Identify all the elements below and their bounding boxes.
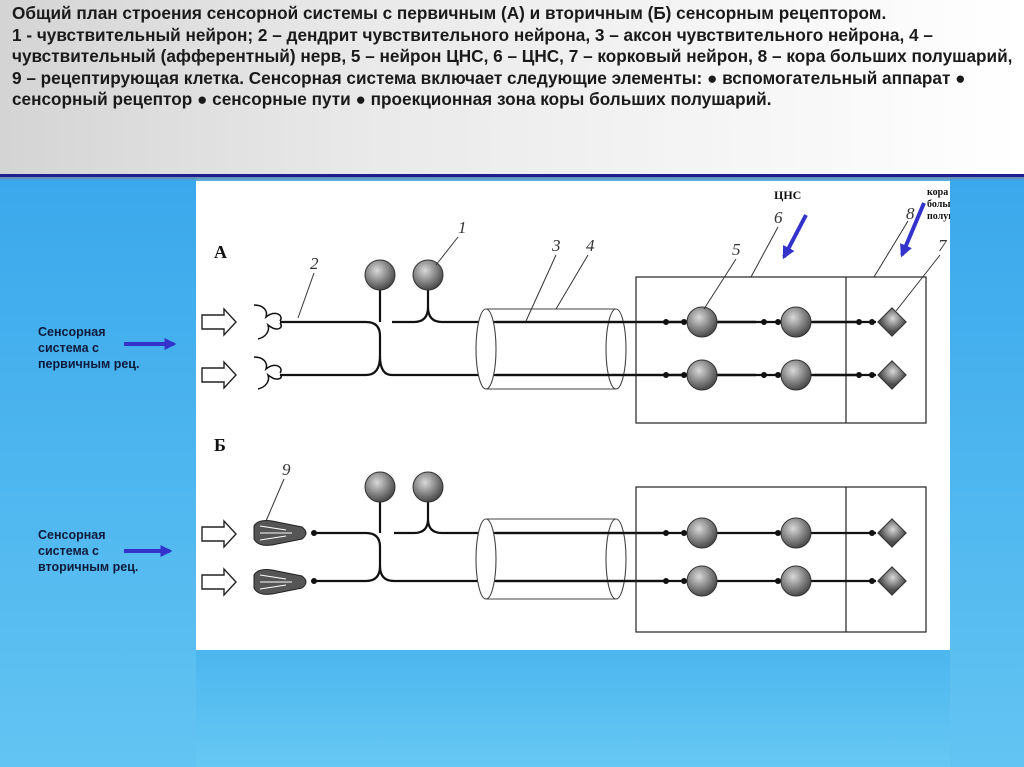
nerve-cylinder-a [475, 308, 627, 390]
header-text: Общий план строения сенсорной системы с … [12, 3, 1013, 109]
section-a-nerve-fibers [496, 320, 666, 377]
cns-neuron [686, 517, 718, 549]
input-arrow [201, 307, 237, 337]
cortex-label-line1: кора [927, 187, 948, 198]
diagram-svg: А Б [201, 187, 979, 633]
cns-neuron [780, 517, 812, 549]
cns-label: ЦНС [774, 188, 801, 202]
input-arrows [201, 307, 237, 597]
input-arrow [201, 360, 237, 390]
input-arrow [201, 567, 237, 597]
cortical-neuron [877, 566, 907, 596]
label-2: 2 [310, 254, 319, 273]
number-labels: 1 2 3 4 5 6 7 8 9 [282, 204, 948, 479]
label-7: 7 [938, 236, 948, 255]
cortical-neuron [877, 360, 907, 390]
cortical-neuron [877, 518, 907, 548]
cortex-label-line3: полушарий [927, 211, 950, 222]
label-4: 4 [586, 236, 595, 255]
label-1: 1 [458, 218, 467, 237]
cortical-neuron [877, 307, 907, 337]
header-divider [0, 174, 1024, 177]
cns-neuron [686, 565, 718, 597]
cns-arrow [782, 214, 808, 260]
sensory-neuron [412, 471, 444, 503]
sensory-system-diagram: А Б [196, 181, 979, 650]
label-3: 3 [551, 236, 561, 255]
cns-neuron [780, 306, 812, 338]
sensory-neuron [412, 259, 444, 291]
free-nerve-endings [253, 304, 282, 390]
leader-lines [265, 220, 941, 522]
cortex-label-line2: больших [927, 199, 950, 210]
label-secondary: Сенсорная система с вторичным рец. [38, 528, 139, 574]
label-8: 8 [906, 204, 915, 223]
background-left [0, 176, 196, 767]
cns-neuron [686, 306, 718, 338]
nerve-cylinder-b [475, 518, 627, 600]
label-primary: Сенсорная система с первичным рец. [38, 325, 140, 371]
header-shadow [0, 177, 1024, 181]
label-9: 9 [282, 460, 291, 479]
section-b-label: Б [214, 435, 226, 455]
section-a-fibers [280, 286, 856, 377]
cortex-arrow [900, 202, 926, 258]
cns-neuron [686, 359, 718, 391]
sensory-neuron [364, 471, 396, 503]
cns-neuron [780, 359, 812, 391]
input-arrow [201, 519, 237, 549]
cns-box-a [635, 276, 927, 424]
background-right [950, 176, 1024, 767]
label-5: 5 [732, 240, 741, 259]
cns-neuron [780, 565, 812, 597]
sensory-neuron [364, 259, 396, 291]
label-6: 6 [774, 208, 783, 227]
slide-header: Общий план строения сенсорной системы с … [0, 0, 1024, 174]
background-bottom [196, 650, 950, 767]
receptor-cilia [259, 525, 292, 590]
cns-connections-a [666, 320, 876, 377]
receptor-cells [253, 520, 307, 595]
section-a-label: А [214, 242, 227, 262]
cns-box-b [635, 486, 927, 633]
